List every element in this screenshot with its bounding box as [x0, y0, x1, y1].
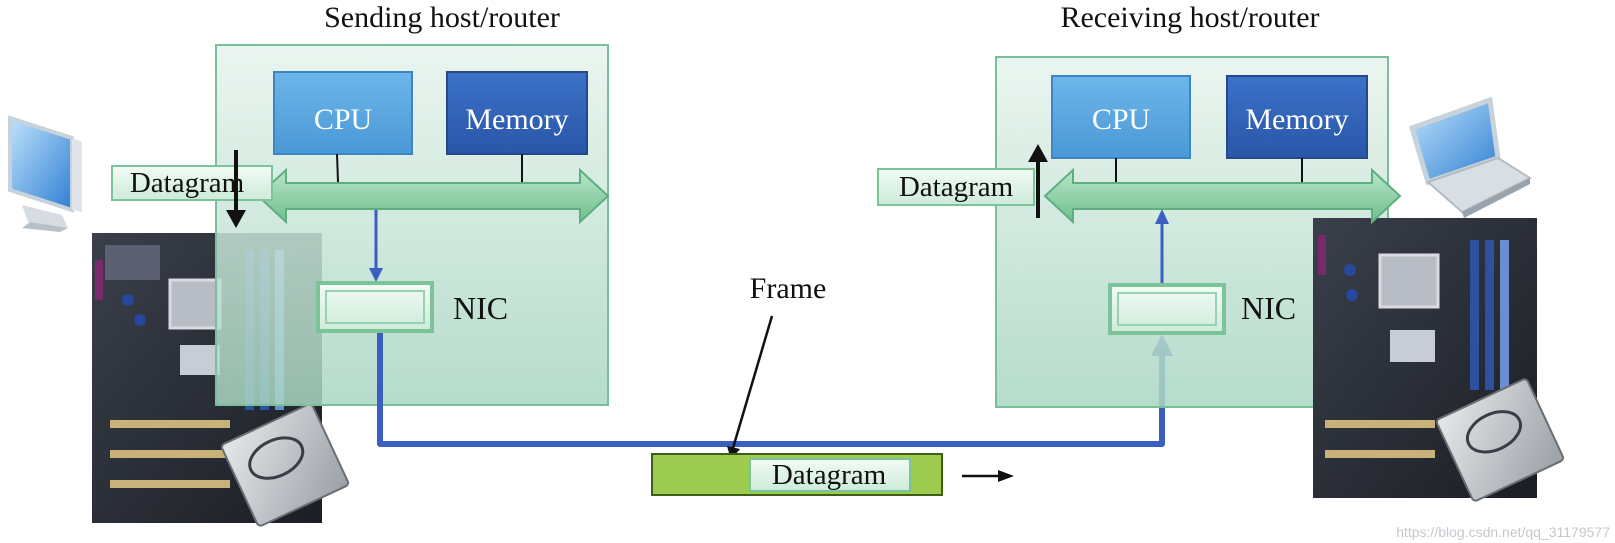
frame-datagram-tag	[749, 458, 911, 492]
sender-cpu-label: CPU	[314, 103, 373, 136]
sender-datagram-label: Datagram	[130, 167, 245, 199]
receiver-nic-label: NIC	[1241, 290, 1296, 326]
sender-bus-to-nic-head	[369, 268, 383, 282]
receiver-nic-inner	[1117, 292, 1217, 326]
frame-datagram-label: Datagram	[772, 459, 887, 491]
receiver-datagram-label: Datagram	[899, 171, 1014, 203]
receiver-bus-arrow	[1043, 167, 1402, 225]
sender-datagram-tag	[111, 165, 273, 201]
frame-pointer-line	[731, 315, 774, 449]
receiver-cpu-label: CPU	[1092, 103, 1151, 136]
sender-cpu-box	[273, 71, 413, 155]
receiver-processor-image	[1435, 378, 1565, 502]
sender-cpu-connector	[336, 153, 339, 183]
sender-processor-image	[220, 403, 350, 527]
sender-bus-arrow	[256, 167, 610, 225]
receiver-datagram-tag	[877, 168, 1035, 206]
direction-arrow-head	[998, 470, 1014, 482]
frame-label: Frame	[750, 272, 827, 305]
sender-memory-box	[446, 71, 588, 155]
sender-title: Sending host/router	[324, 1, 560, 34]
receiver-nic-to-bus-head	[1155, 209, 1169, 224]
receiver-memory-label: Memory	[1245, 103, 1348, 136]
receiver-cpu-box	[1051, 75, 1191, 159]
sender-memory-label: Memory	[465, 103, 568, 136]
sender-down-arrow-head	[226, 210, 246, 228]
desktop-monitor-icon	[8, 115, 82, 232]
watermark: https://blog.csdn.net/qq_31179577	[1396, 524, 1610, 540]
receiver-title: Receiving host/router	[1060, 1, 1319, 34]
receiver-memory-box	[1226, 75, 1368, 159]
sender-nic-inner	[325, 290, 425, 324]
receiver-up-arrow-head	[1028, 144, 1048, 162]
sender-nic-label: NIC	[453, 290, 508, 326]
laptop-icon	[1408, 96, 1533, 218]
